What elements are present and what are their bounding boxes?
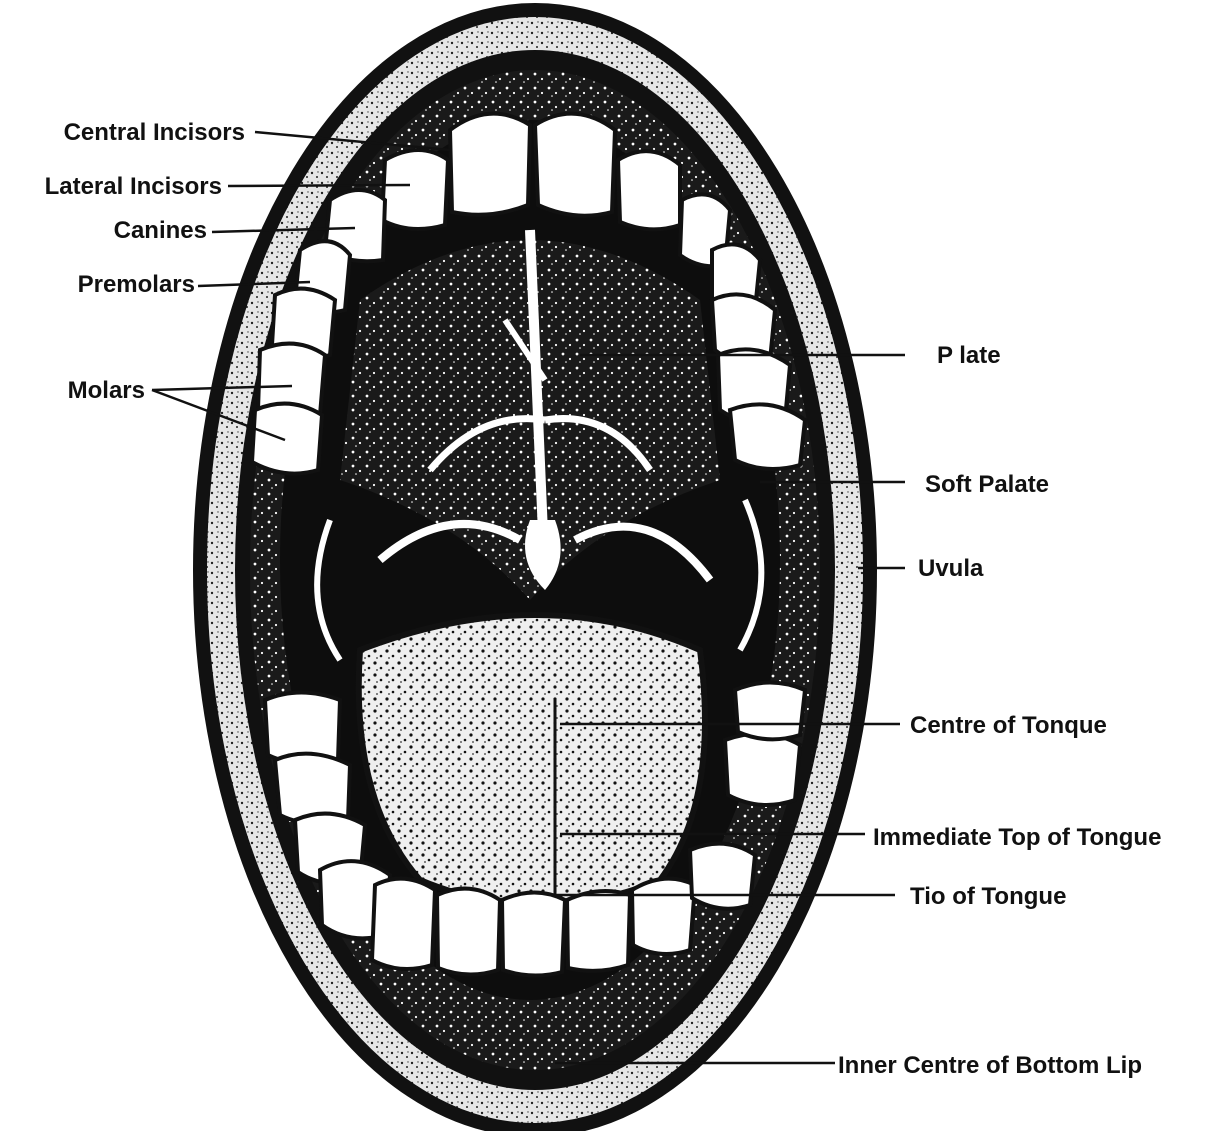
tooth-upper-lateral-right [618, 151, 680, 229]
tooth-upper-lateral-left [382, 150, 448, 229]
tooth-upper-molar-right-2 [730, 404, 805, 469]
tooth-lower-incisor-1 [372, 879, 435, 969]
label-immediate-top-of-tongue: Immediate Top of Tongue [873, 824, 1161, 851]
tooth-lower-incisor-2 [437, 889, 500, 975]
tooth-upper-molar-left-2 [252, 404, 322, 474]
label-centre-of-tongue: Centre of Tonque [910, 712, 1107, 739]
label-central-incisors: Central Incisors [64, 119, 245, 146]
label-soft-palate: Soft Palate [925, 471, 1049, 498]
label-molars: Molars [68, 377, 145, 404]
label-canines: Canines [114, 217, 207, 244]
tooth-lower-premolar-right [690, 844, 755, 909]
label-palate: P late [937, 342, 1001, 369]
tooth-upper-central-left [450, 114, 530, 215]
tooth-lower-molar-right-1 [725, 734, 800, 805]
label-lateral-incisors: Lateral Incisors [45, 173, 222, 200]
tooth-lower-incisor-4 [567, 891, 630, 971]
tooth-lower-canine-right [632, 879, 695, 954]
tooth-upper-central-right [535, 114, 615, 216]
label-premolars: Premolars [78, 271, 195, 298]
label-uvula: Uvula [918, 555, 984, 582]
label-inner-centre-of-bottom-lip: Inner Centre of Bottom Lip [838, 1052, 1142, 1079]
label-tip-of-tongue: Tio of Tongue [910, 883, 1066, 910]
tongue [359, 615, 705, 905]
tooth-lower-molar-right-2 [735, 683, 805, 740]
tooth-lower-incisor-3 [502, 893, 565, 976]
